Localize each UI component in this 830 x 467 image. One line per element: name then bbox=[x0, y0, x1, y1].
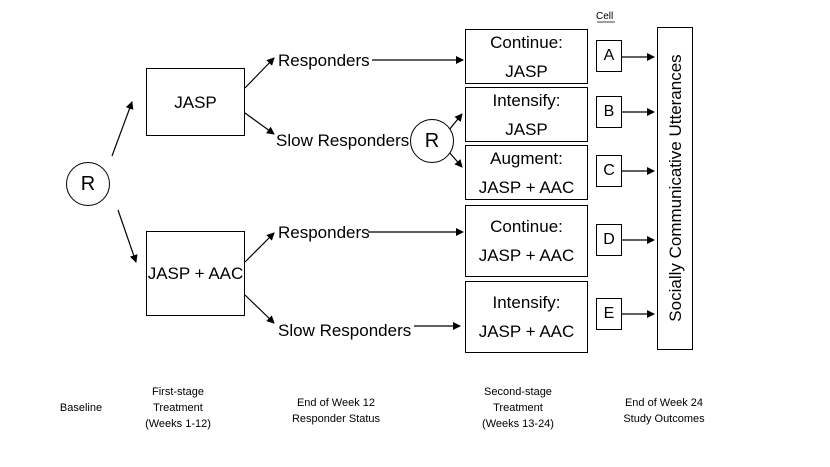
bottom-responders-label: Responders bbox=[278, 223, 370, 242]
arrow-aac-to-responders bbox=[244, 232, 275, 263]
cell-box-d: D bbox=[596, 224, 622, 256]
cell-label: D bbox=[603, 231, 615, 248]
second-stage-line1: Intensify: bbox=[492, 90, 561, 110]
second-stage-box-e: Intensify: JASP + AAC bbox=[465, 281, 588, 353]
footer-line: (Weeks 1-12) bbox=[145, 418, 211, 430]
second-stage-box-a: Continue: JASP bbox=[465, 29, 588, 84]
footer-line: End of Week 12 bbox=[296, 397, 376, 409]
footer-second-stage: Second-stage Treatment (Weeks 13-24) bbox=[466, 384, 570, 432]
footer-line: Baseline bbox=[59, 402, 103, 414]
arrow-r-to-jasp-aac bbox=[117, 209, 138, 263]
cell-label: E bbox=[603, 305, 615, 322]
second-stage-box-c: Augment: JASP + AAC bbox=[465, 145, 588, 200]
cell-label: C bbox=[603, 162, 615, 179]
arrow-r2-to-intensify bbox=[448, 113, 463, 131]
second-stage-line1: Continue: bbox=[490, 32, 563, 52]
second-stage-line2: JASP bbox=[505, 119, 548, 139]
second-randomization-circle: R bbox=[410, 119, 454, 163]
cell-box-e: E bbox=[596, 298, 622, 330]
footer-line: Treatment bbox=[493, 402, 543, 414]
second-stage-line2: JASP + AAC bbox=[478, 246, 575, 265]
first-stage-jasp-box: JASP bbox=[146, 68, 245, 136]
cell-box-c: C bbox=[596, 155, 622, 187]
bottom-slow-responders-label: Slow Responders bbox=[278, 321, 412, 340]
footer-line: Treatment bbox=[153, 402, 203, 414]
second-stage-line2: JASP bbox=[505, 61, 548, 81]
cell-label: A bbox=[603, 47, 615, 64]
arrow-jasp-to-slow bbox=[244, 112, 275, 135]
arrow-r-to-jasp bbox=[111, 101, 134, 157]
footer-week12: End of Week 12 Responder Status bbox=[276, 395, 396, 427]
footer-line: End of Week 24 bbox=[624, 397, 704, 409]
randomization-label: R bbox=[80, 172, 96, 195]
first-stage-jasp-label: JASP bbox=[174, 92, 217, 112]
second-randomization-label: R bbox=[424, 129, 440, 152]
randomization-circle: R bbox=[66, 162, 110, 206]
first-stage-jasp-aac-label: JASP + AAC bbox=[147, 264, 244, 283]
footer-line: Study Outcomes bbox=[623, 413, 705, 425]
second-stage-box-b: Intensify: JASP bbox=[465, 87, 588, 142]
arrow-r2-to-augment bbox=[448, 151, 463, 168]
cell-label: B bbox=[603, 103, 615, 120]
outcome-box: Socially Communicative Utterances bbox=[657, 27, 693, 350]
footer-first-stage: First-stage Treatment (Weeks 1-12) bbox=[128, 384, 228, 432]
arrow-aac-to-slow bbox=[244, 294, 275, 324]
first-stage-jasp-aac-box: JASP + AAC bbox=[146, 231, 245, 316]
footer-baseline: Baseline bbox=[46, 400, 116, 416]
footer-line: (Weeks 13-24) bbox=[482, 418, 554, 430]
footer-week24: End of Week 24 Study Outcomes bbox=[604, 395, 724, 427]
second-stage-line2: JASP + AAC bbox=[478, 177, 575, 197]
second-stage-box-d: Continue: JASP + AAC bbox=[465, 205, 588, 277]
footer-line: Second-stage bbox=[484, 386, 552, 398]
top-responders-label: Responders bbox=[278, 51, 370, 70]
cell-box-b: B bbox=[596, 96, 622, 128]
footer-line: Responder Status bbox=[291, 413, 381, 425]
outcome-label: Socially Communicative Utterances bbox=[666, 54, 685, 322]
second-stage-line2: JASP + AAC bbox=[478, 322, 575, 341]
cell-box-a: A bbox=[596, 40, 622, 72]
second-stage-line1: Augment: bbox=[490, 148, 563, 168]
second-stage-line1: Continue: bbox=[490, 217, 563, 236]
footer-line: First-stage bbox=[152, 386, 204, 398]
top-slow-responders-label: Slow Responders bbox=[276, 131, 410, 150]
cell-header: Cell bbox=[596, 11, 614, 22]
arrow-jasp-to-responders bbox=[244, 57, 275, 89]
second-stage-line1: Intensify: bbox=[492, 293, 561, 312]
